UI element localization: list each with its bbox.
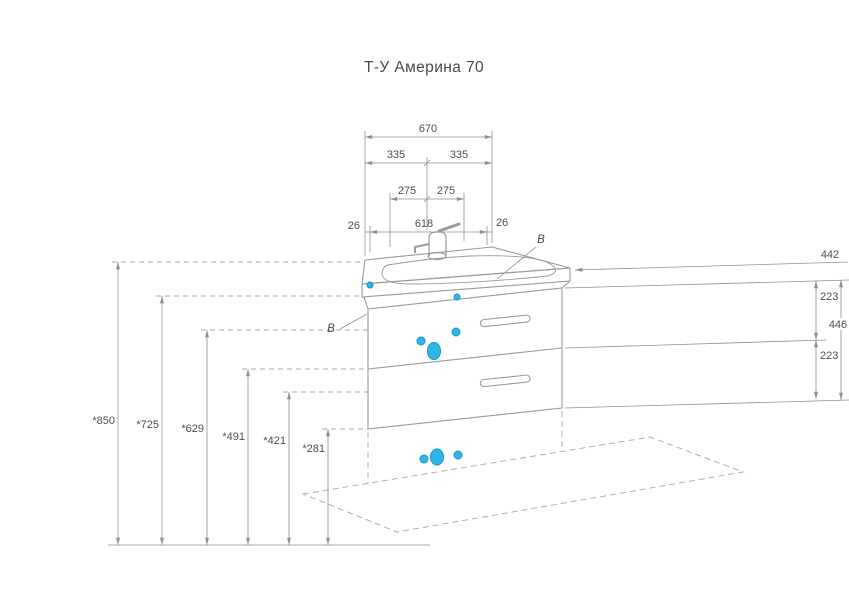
top-dimension-labels: 670 335 335 275 275 26 618 26 [348, 123, 509, 232]
marker-leader-lower [339, 313, 368, 330]
cabinet-sink-join-left [363, 296, 369, 310]
height-dimensions [108, 261, 430, 546]
dim-281: *281 [302, 443, 325, 455]
dim-26-right: 26 [496, 217, 508, 229]
mount-dot-floor-center [430, 448, 444, 466]
view-marker-upper: В [537, 234, 545, 246]
faucet [414, 222, 461, 261]
dim-275-left: 275 [398, 185, 416, 197]
dim-725: *725 [136, 419, 159, 431]
mount-dot-mid-right [451, 327, 461, 337]
dim-335-left: 335 [387, 149, 405, 161]
dim-421: *421 [263, 435, 286, 447]
label-mask [826, 318, 849, 330]
drawer-handle-bottom [479, 374, 531, 388]
height-reference-lines [112, 261, 368, 430]
cabinet-sink-join-right [561, 280, 571, 289]
view-markers: В В [327, 234, 545, 335]
drawer-handle-top [479, 314, 531, 328]
marker-leader-upper [496, 246, 537, 280]
sink [361, 246, 571, 298]
faucet-spout [414, 243, 430, 253]
dim-223-upper: 223 [820, 291, 838, 303]
dimline-442 [574, 261, 849, 272]
dim-618: 618 [415, 218, 433, 230]
dim-491: *491 [222, 431, 245, 443]
floor-outline [301, 436, 745, 533]
sink-top-surface [361, 246, 571, 285]
dim-223-lower: 223 [820, 350, 838, 362]
dim-850: *850 [92, 415, 115, 427]
tick-335 [423, 159, 431, 167]
dim-335-right: 335 [450, 149, 468, 161]
ext-mid-right [564, 339, 827, 349]
dim-26-left: 26 [348, 220, 360, 232]
faucet-lever [437, 222, 461, 233]
sink-basin-outline [381, 255, 557, 285]
height-dimension-labels: *850 *725 *629 *491 *421 *281 [92, 415, 325, 455]
ext-top-right [564, 279, 849, 289]
mount-dot-floor-left [419, 454, 429, 464]
vanity-cabinet [363, 280, 571, 430]
right-dimensions [564, 261, 849, 409]
dim-442: 442 [821, 249, 839, 261]
mount-dot-mid-left [416, 336, 426, 346]
mount-dot-sink-right [453, 293, 461, 301]
top-dimensions [364, 131, 493, 256]
mount-dot-mid-center [427, 342, 441, 360]
tick-275 [423, 195, 431, 203]
dim-670: 670 [419, 123, 437, 135]
mount-dot-floor-right [453, 450, 463, 460]
mount-dot-sink-left [366, 281, 374, 289]
dim-275-right: 275 [437, 185, 455, 197]
mounting-points [366, 281, 463, 466]
dim-629: *629 [181, 423, 204, 435]
ext-bottom-right [564, 399, 849, 409]
drawer-divider [367, 347, 563, 370]
cabinet-front [367, 287, 563, 430]
drawing-title: Т-У Америна 70 [364, 59, 484, 76]
right-dimension-labels: 442 223 446 223 [820, 249, 849, 362]
view-marker-lower: В [327, 323, 335, 335]
floor-projection [301, 411, 745, 533]
dim-446: 446 [829, 319, 847, 331]
